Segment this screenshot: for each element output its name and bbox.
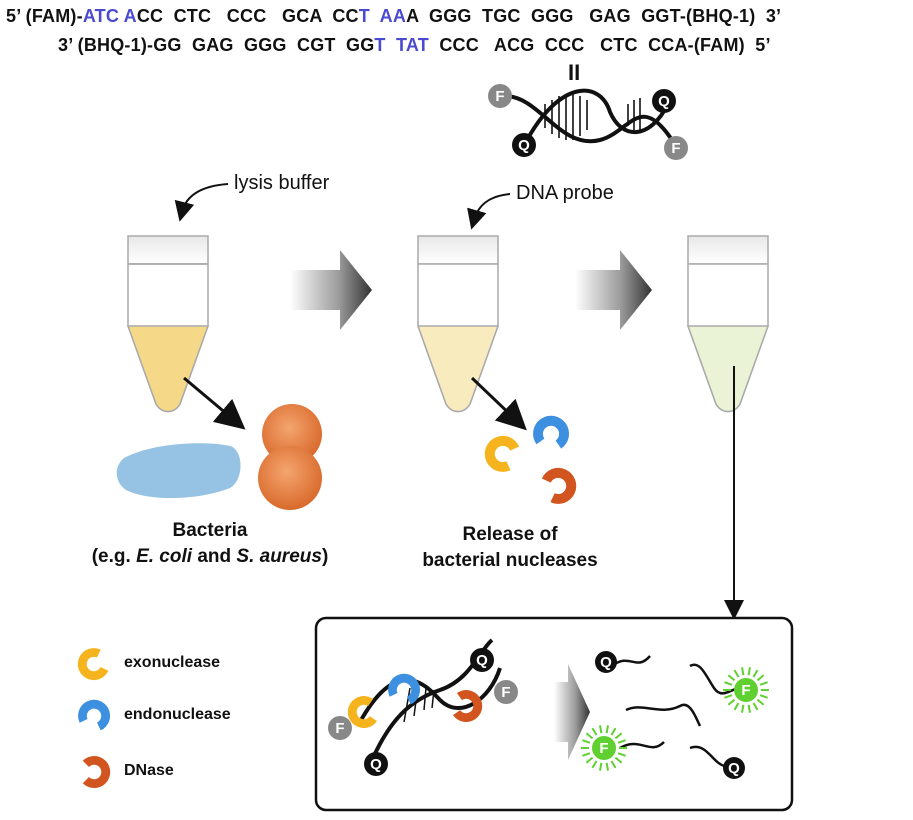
line2-segment: 3’ (BHQ-1)-GG GAG GGG CGT GG <box>58 35 375 55</box>
svg-text:Q: Q <box>658 93 670 110</box>
tube-fluorescent <box>686 235 770 413</box>
svg-text:Q: Q <box>476 652 488 669</box>
dnase-legend-icon <box>82 756 111 788</box>
released-endonuclease <box>533 415 570 449</box>
released-dnase <box>541 467 577 504</box>
line1-segment: 5’ (FAM)- <box>6 6 83 26</box>
svg-text:F: F <box>741 682 750 699</box>
endonuclease-legend-label: endonuclease <box>124 706 231 723</box>
endonuclease-legend-icon <box>78 699 111 731</box>
dna-probe-duplex <box>504 88 674 144</box>
line1-segment: ATC A <box>82 6 137 26</box>
line1-segment: T AA <box>358 6 407 26</box>
release-caption-line2: bacterial nucleases <box>422 550 598 571</box>
box-dnase <box>453 690 483 723</box>
line1-segment: A GGG TGC GGG GAG GGT-(BHQ-1) 3’ <box>406 6 782 26</box>
svg-text:F: F <box>671 140 680 157</box>
svg-text:Q: Q <box>518 137 530 154</box>
ecoli-name: E. coli <box>136 546 193 567</box>
box-fluorophore-right: F <box>494 680 518 704</box>
freed-quencher-1: Q <box>595 651 617 673</box>
bacteria-caption-line1: Bacteria <box>172 520 248 541</box>
lysis-buffer-arrow <box>174 183 229 222</box>
release-caption-line1: Release of <box>462 524 558 545</box>
released-exonuclease <box>484 435 520 472</box>
box-exonuclease <box>347 696 377 729</box>
box-quencher-top: Q <box>470 648 494 672</box>
ecoli-cell <box>116 443 241 499</box>
tube-lysis-liquid <box>126 325 210 413</box>
tube-fluorescent-liquid <box>686 325 770 413</box>
svg-text:Q: Q <box>370 756 382 773</box>
svg-text:F: F <box>501 684 510 701</box>
bacteria-caption: Bacteria (e.g. E. coli and S. aureus) <box>50 518 370 570</box>
line1-segment: CC CTC CCC GCA CC <box>136 6 359 26</box>
tube1-to-bacteria-arrow <box>183 376 246 430</box>
glowing-fluorophore-2: F <box>581 725 627 771</box>
tube-probe-liquid <box>416 325 500 413</box>
digested-fragments <box>611 655 741 768</box>
exonuclease-legend-shape <box>77 648 109 681</box>
endonuclease-legend-shape <box>78 699 111 731</box>
svg-text:Q: Q <box>600 654 612 671</box>
dna-probe-label: DNA probe <box>516 182 614 204</box>
saureus-name: S. aureus <box>236 546 322 567</box>
line2-segment: T TAT <box>374 35 429 55</box>
box-endonuclease <box>388 673 421 705</box>
svg-text:F: F <box>335 720 344 737</box>
svg-text:F: F <box>495 88 504 105</box>
probe-quencher-right: Q <box>652 89 676 113</box>
dna-probe-arrow <box>467 193 511 230</box>
lysis-buffer-label: lysis buffer <box>234 172 330 194</box>
dnase-legend-label: DNase <box>124 762 174 779</box>
step-arrow-2 <box>575 250 652 330</box>
line2-segment: CCC ACG CCC CTC CCA-(FAM) 5’ <box>428 35 771 55</box>
tube-probe <box>416 235 500 413</box>
step-arrow-1 <box>290 250 372 330</box>
probe-quencher-left: Q <box>512 133 536 157</box>
box-quencher-bottom: Q <box>364 752 388 776</box>
box-step-arrow <box>554 664 590 760</box>
equals-sign: II <box>568 60 581 85</box>
svg-text:F: F <box>599 740 608 757</box>
freed-quencher-2: Q <box>723 757 745 779</box>
bacteria-caption-line2: (e.g. E. coli and S. aureus) <box>50 544 370 570</box>
release-caption: Release of bacterial nucleases <box>380 522 640 574</box>
bacteria-and: and <box>192 546 237 567</box>
glowing-fluorophore-1: F <box>723 667 769 713</box>
exonuclease-legend-label: exonuclease <box>124 654 221 671</box>
bacteria-close-paren: ) <box>321 546 329 567</box>
probe-fluorophore-left: F <box>488 84 512 108</box>
box-fluorophore-left: F <box>328 716 352 740</box>
bacteria-eg-prefix: (e.g. <box>91 546 137 567</box>
probe-fluorophore-right: F <box>664 136 688 160</box>
sequence-line-2: 3’ (BHQ-1)-GG GAG GGG CGT GGT TAT CCC AC… <box>58 35 771 56</box>
tube2-to-nucleases-arrow <box>470 376 527 431</box>
dnase-legend-shape <box>82 756 111 788</box>
tube-lysis <box>126 235 210 413</box>
sequence-line-1: 5’ (FAM)-ATC ACC CTC CCC GCA CCT AAA GGG… <box>6 6 781 27</box>
saureus-cell <box>258 404 322 510</box>
svg-text:Q: Q <box>728 760 740 777</box>
exonuclease-legend-icon <box>77 648 109 681</box>
